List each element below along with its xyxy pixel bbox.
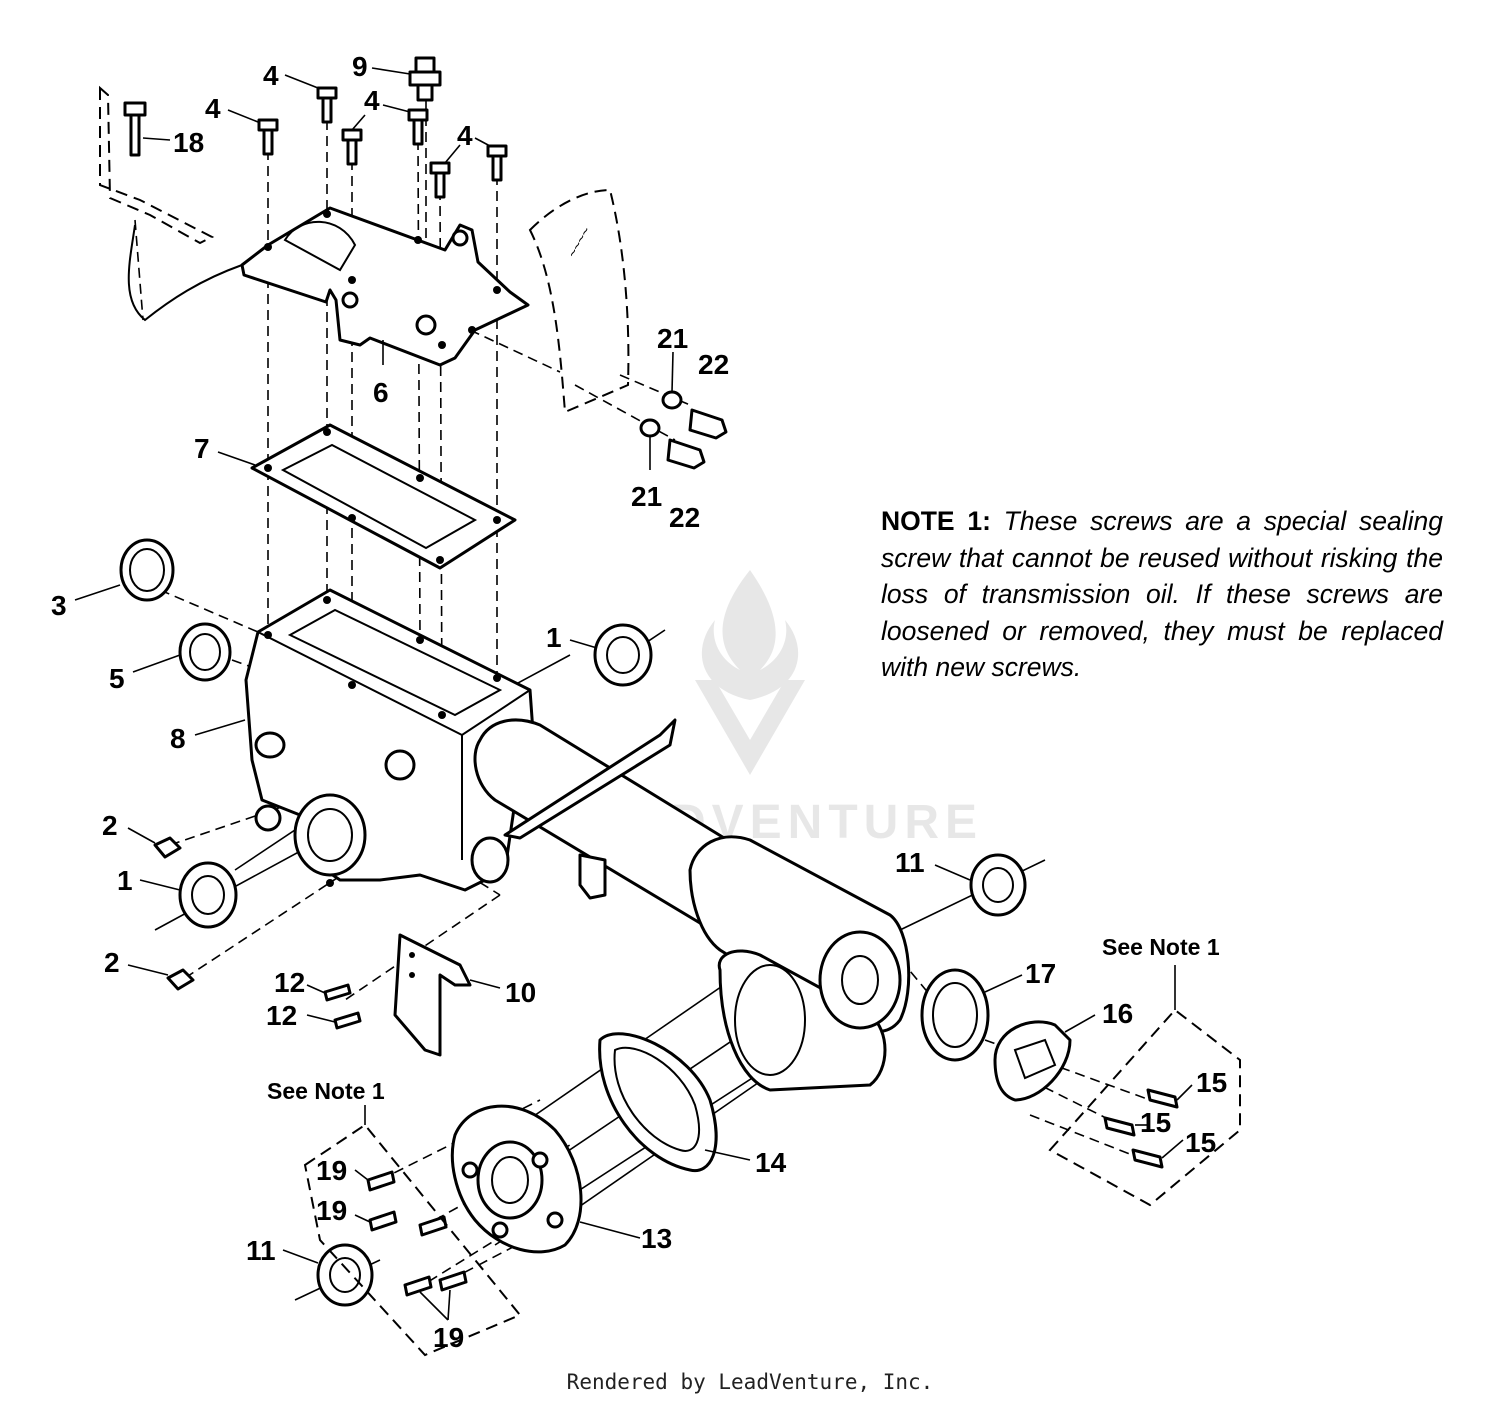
callout-21: 21: [657, 323, 688, 354]
note-text: These screws are a special sealing screw…: [881, 506, 1443, 682]
callout-21: 21: [631, 481, 662, 512]
callout-4: 4: [364, 85, 380, 116]
gasket-17: [920, 968, 990, 1062]
note-1: NOTE 1: These screws are a special seali…: [881, 503, 1443, 686]
callout-19: 19: [433, 1322, 464, 1353]
screws-15: [1103, 1088, 1179, 1169]
bracket-10: [393, 933, 472, 1057]
callout-22: 22: [669, 502, 700, 533]
callout-16: 16: [1102, 998, 1133, 1029]
leader-lines: [74, 67, 1193, 1321]
callout-15: 15: [1140, 1107, 1171, 1138]
end-cover-13: [450, 1104, 583, 1254]
cover-plate-6: [240, 206, 530, 367]
screws-22: [666, 408, 728, 470]
gear-housing-8: [244, 588, 537, 892]
bracket-part-18: [99, 85, 243, 322]
callout-4: 4: [457, 120, 473, 151]
screws-19: [366, 1170, 468, 1297]
lower-gear-case: [688, 835, 911, 1092]
callout-8: 8: [170, 723, 186, 754]
callout-12: 12: [274, 967, 305, 998]
callout-19: 19: [316, 1155, 347, 1186]
washers-21: [639, 390, 683, 438]
footer-credit: Rendered by LeadVenture, Inc.: [566, 1370, 934, 1394]
gasket-7: [250, 423, 517, 570]
callout-4: 4: [205, 93, 221, 124]
see-note-left-label: See Note 1: [267, 1078, 385, 1104]
seal-5: [178, 622, 232, 682]
callout-5: 5: [109, 663, 125, 694]
see-note-box-left: [303, 1105, 522, 1357]
seal-3: [119, 538, 175, 602]
callout-15: 15: [1196, 1067, 1227, 1098]
note-title: NOTE 1:: [881, 506, 991, 536]
callout-11: 11: [246, 1235, 276, 1266]
see-note-right-label: See Note 1: [1102, 934, 1220, 960]
callout-22: 22: [698, 349, 729, 380]
callout-labels: 4 9 4 4 4 18 6 7 21 22 21 22 3 5 1 8 2 1…: [51, 51, 1227, 1353]
callout-14: 14: [755, 1147, 787, 1178]
callout-1: 1: [546, 622, 562, 653]
gasket-14: [598, 1032, 718, 1173]
svg-text:~~~~: ~~~~: [564, 224, 594, 260]
seal-11-upper: [969, 853, 1027, 917]
callout-11: 11: [895, 847, 925, 878]
drain-plug-9: [408, 56, 442, 102]
callout-7: 7: [194, 433, 210, 464]
bolts-4: [257, 86, 508, 199]
callout-10: 10: [505, 977, 536, 1008]
oil-seal-1-lower: [178, 861, 238, 929]
oil-seal-1-upper: [593, 623, 653, 687]
callout-17: 17: [1025, 958, 1056, 989]
bolts-12: [323, 983, 362, 1030]
axle-tube: [473, 718, 762, 937]
callout-18: 18: [173, 127, 204, 158]
shield-outline: ~~~~: [528, 188, 630, 414]
callout-2: 2: [102, 810, 118, 841]
callout-19: 19: [316, 1195, 347, 1226]
callout-1: 1: [117, 865, 133, 896]
cover-16: [993, 1020, 1072, 1102]
callout-3: 3: [51, 590, 67, 621]
callout-13: 13: [641, 1223, 672, 1254]
callout-12: 12: [266, 1000, 297, 1031]
bolt-18: [123, 101, 147, 157]
callout-15: 15: [1185, 1127, 1216, 1158]
callout-6: 6: [373, 377, 389, 408]
callout-2: 2: [104, 947, 120, 978]
callout-9: 9: [352, 51, 368, 82]
seal-11-lower: [316, 1243, 374, 1307]
plugs-2: [153, 836, 195, 991]
see-note-box-right: [1048, 965, 1241, 1207]
callout-4: 4: [263, 60, 279, 91]
